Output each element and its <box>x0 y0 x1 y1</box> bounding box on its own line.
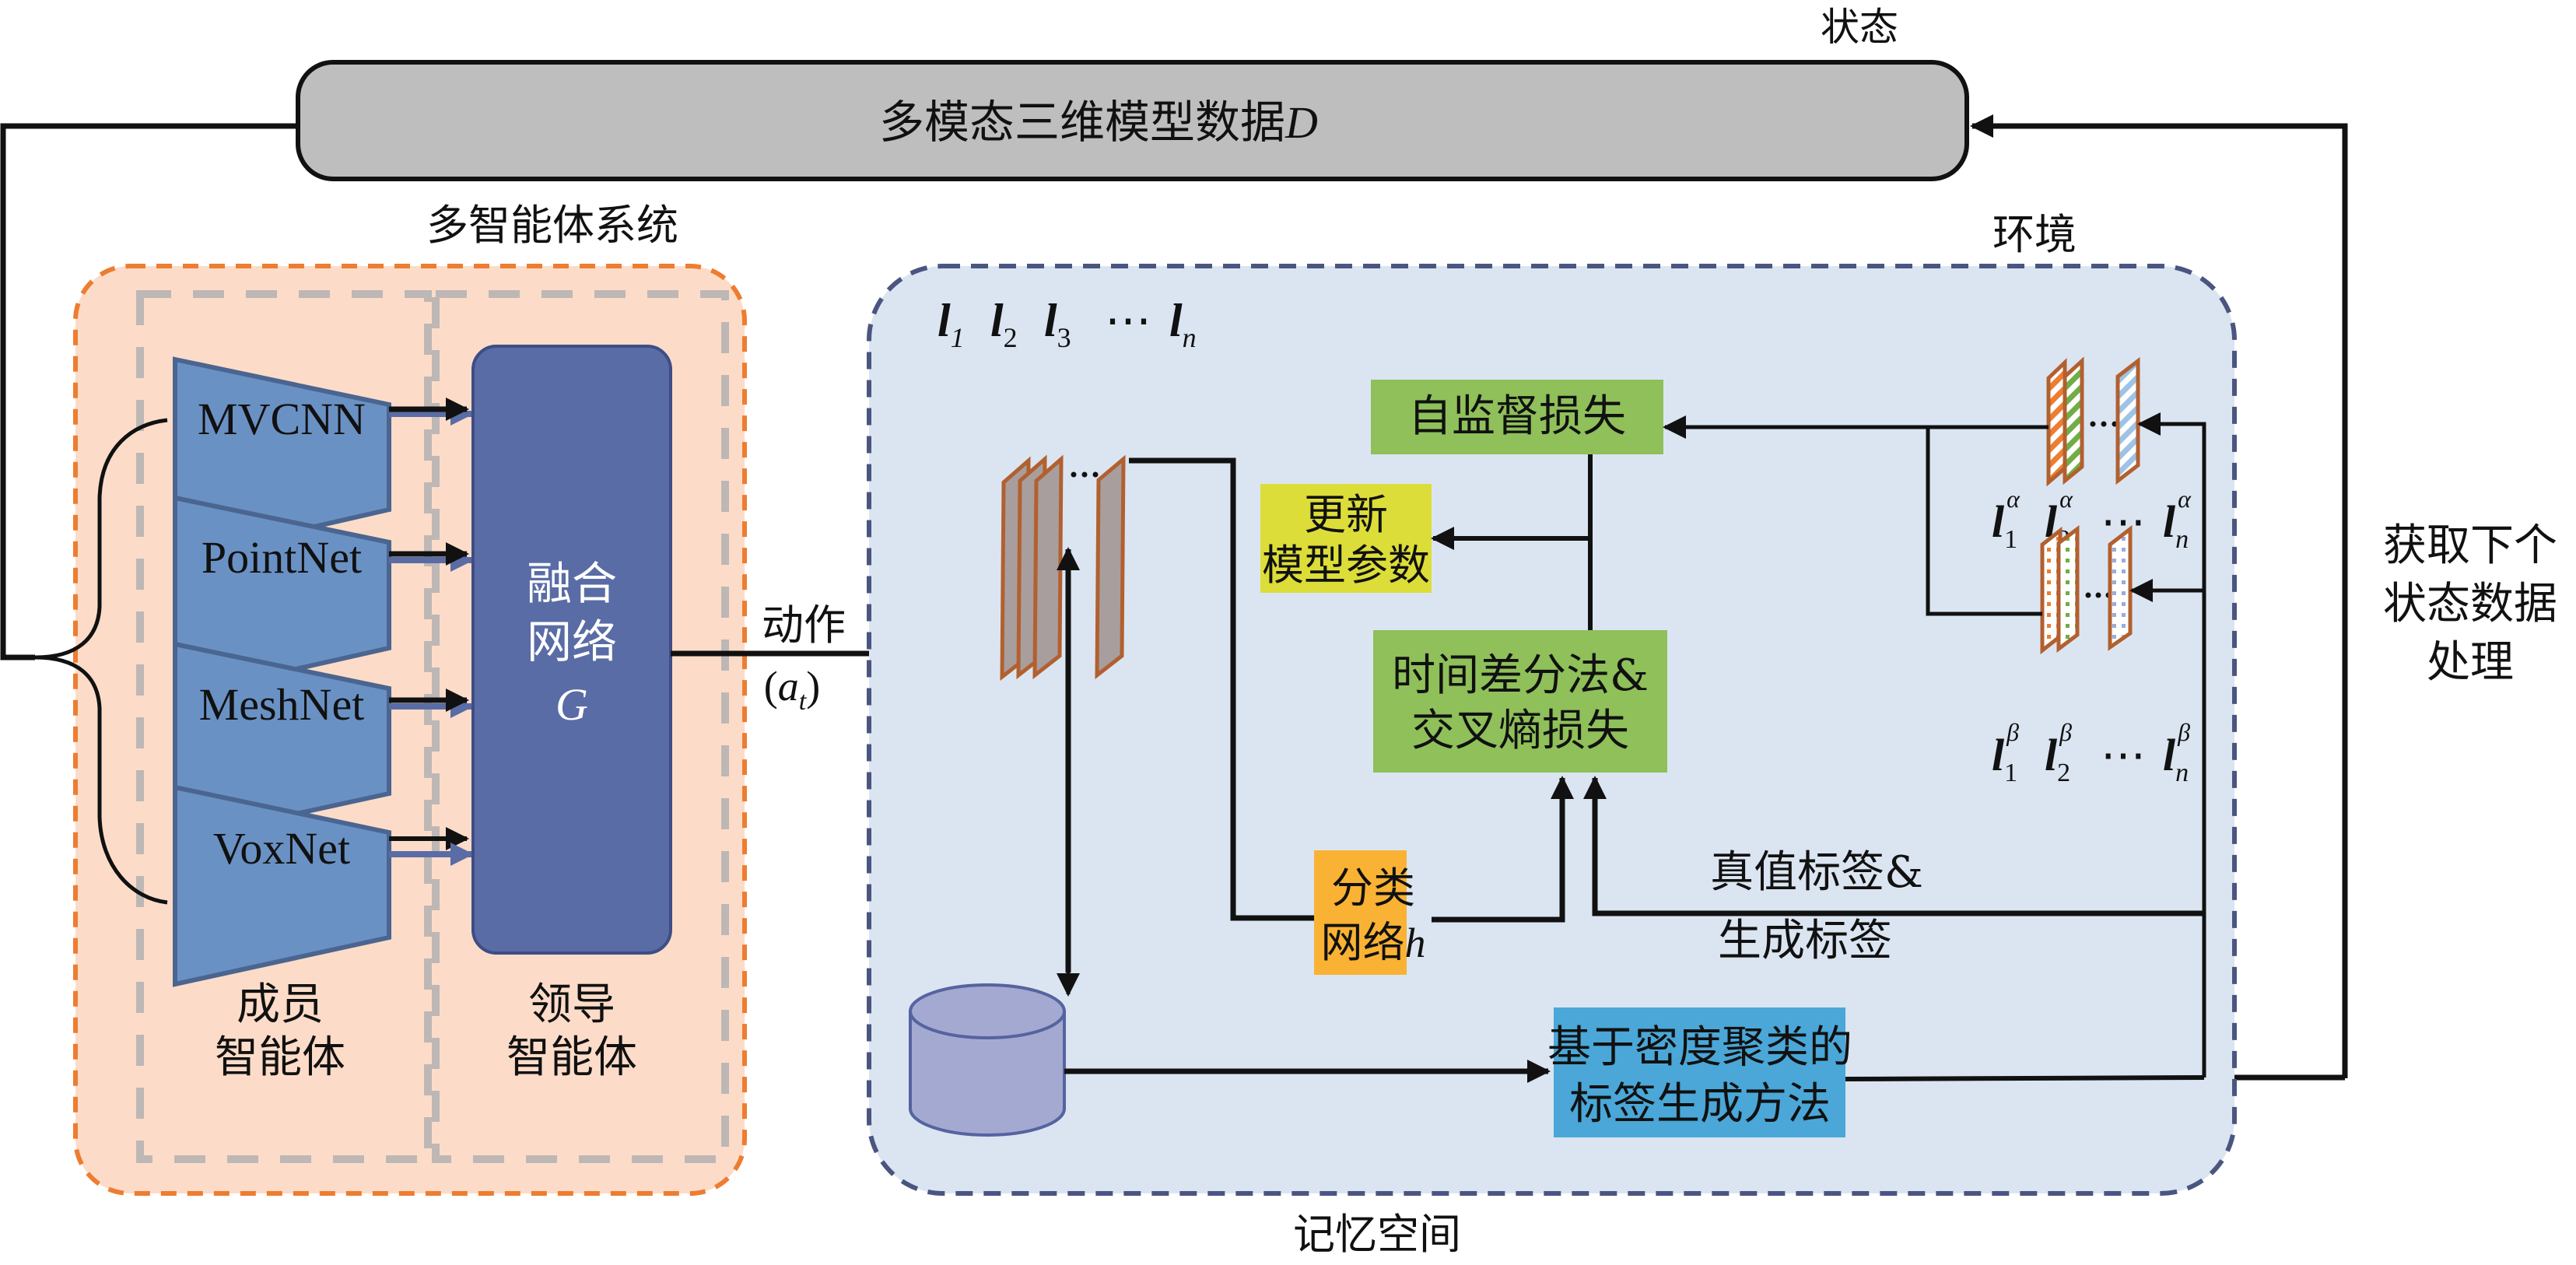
update-params-label-line2: 模型参数 <box>1262 541 1430 590</box>
member-network-meshnet: MeshNet <box>173 641 391 843</box>
classifier-network-h-box <box>1314 850 1379 975</box>
label-generation-label-line2: 标签生成方法 <box>1569 1079 1831 1130</box>
svg-text:G: G <box>556 679 588 730</box>
member-agents-region <box>136 290 432 1163</box>
td-ce-loss-box <box>1373 630 1667 773</box>
svg-text:智能体: 智能体 <box>506 1032 637 1083</box>
member-agent-label: 成员 智能体 <box>215 979 345 1083</box>
leader-agent-label: 领导 智能体 <box>506 979 637 1083</box>
leader-agent-region <box>432 290 729 1163</box>
alpha-planes <box>2046 356 2140 487</box>
action-label: 动作 <box>762 601 846 650</box>
svg-text:获取下个: 获取下个 <box>2383 520 2557 571</box>
svg-text:lnβ: lnβ <box>2163 718 2190 787</box>
state-label: 状态 <box>1821 5 1898 50</box>
update-params-box <box>1260 484 1432 593</box>
beta-labels: l1β l2β ⋯ lnβ <box>1992 718 2190 787</box>
svg-text:l2β: l2β <box>2045 718 2072 787</box>
label-generation-box <box>1554 1007 1845 1137</box>
fusion-network-label: 融合 网络 G <box>527 557 617 730</box>
svg-text:l2: l2 <box>990 295 1018 353</box>
update-params-label-line1: 更新 <box>1304 490 1388 539</box>
svg-text:融合: 融合 <box>527 557 617 610</box>
environment-title: 环境 <box>1992 210 2077 259</box>
member-to-fusion-arrows <box>389 398 474 866</box>
beta-planes <box>2040 524 2133 655</box>
alpha-beta-link <box>1926 427 2042 616</box>
self-supervised-loss-label: 自监督损失 <box>1408 391 1626 442</box>
svg-text:网络: 网络 <box>527 615 617 668</box>
classifier-label-line1: 分类 <box>1331 864 1415 913</box>
next-state-label: 获取下个 状态数据 处理 <box>2383 520 2557 688</box>
svg-text:PointNet: PointNet <box>202 532 362 583</box>
features-to-classifier-connector <box>1129 457 1344 930</box>
bar-to-agents-connector <box>0 123 298 661</box>
svg-text:l1α: l1α <box>1992 485 2020 554</box>
svg-text:VoxNet: VoxNet <box>213 823 350 874</box>
input-brace <box>34 418 168 905</box>
memory-database-icon <box>909 983 1066 1137</box>
svg-text:智能体: 智能体 <box>215 1032 345 1083</box>
classifier-label-line2: 网络h <box>1321 918 1426 967</box>
fusion-network-G <box>471 345 672 955</box>
svg-text:lnα: lnα <box>2163 485 2192 554</box>
label-generation-label-line1: 基于密度聚类的 <box>1547 1022 1852 1073</box>
td-ce-loss-label-line2: 交叉熵损失 <box>1411 706 1629 756</box>
multimodal-3d-data-label: 多模态三维模型数据D <box>879 96 1318 149</box>
multi-agent-system-title: 多智能体系统 <box>426 201 678 250</box>
labels-text-line2: 生成标签 <box>1718 916 1892 966</box>
svg-text:⋯: ⋯ <box>2101 730 2146 780</box>
labels-to-loss-connector <box>1583 776 2204 916</box>
classifier-to-loss-connector <box>1432 776 1574 923</box>
labels-text-line1: 真值标签& <box>1710 847 1923 898</box>
multimodal-3d-data-bar <box>296 60 1969 181</box>
svg-text:l1: l1 <box>938 295 965 353</box>
svg-text:处理: 处理 <box>2427 637 2514 688</box>
next-state-feedback-connector <box>1970 114 2348 1078</box>
svg-text:l3: l3 <box>1044 295 1071 353</box>
td-ce-loss-label-line1: 时间差分法& <box>1392 650 1649 701</box>
member-network-voxnet: VoxNet <box>173 784 391 987</box>
svg-text:状态数据: 状态数据 <box>2383 579 2557 629</box>
memory-space-title: 记忆空间 <box>1293 1210 1461 1259</box>
svg-text:MVCNN: MVCNN <box>198 394 366 444</box>
member-network-pointnet: PointNet <box>173 495 391 699</box>
label-gen-out-connector <box>1845 1075 2205 1081</box>
action-var: (at) <box>764 663 820 716</box>
svg-text:MeshNet: MeshNet <box>199 679 365 730</box>
svg-text:l1β: l1β <box>1992 718 2019 787</box>
svg-text:领导: 领导 <box>528 979 615 1030</box>
label-sequence: l1 l2 l3 ⋯ ln <box>938 295 1197 353</box>
svg-text:⋯: ⋯ <box>1105 295 1151 346</box>
svg-text:ln: ln <box>1169 295 1197 353</box>
self-supervised-loss-box <box>1371 380 1663 454</box>
right-bus <box>2137 412 2206 1078</box>
svg-text:成员: 成员 <box>237 979 324 1030</box>
feature-planes <box>1000 454 1126 682</box>
